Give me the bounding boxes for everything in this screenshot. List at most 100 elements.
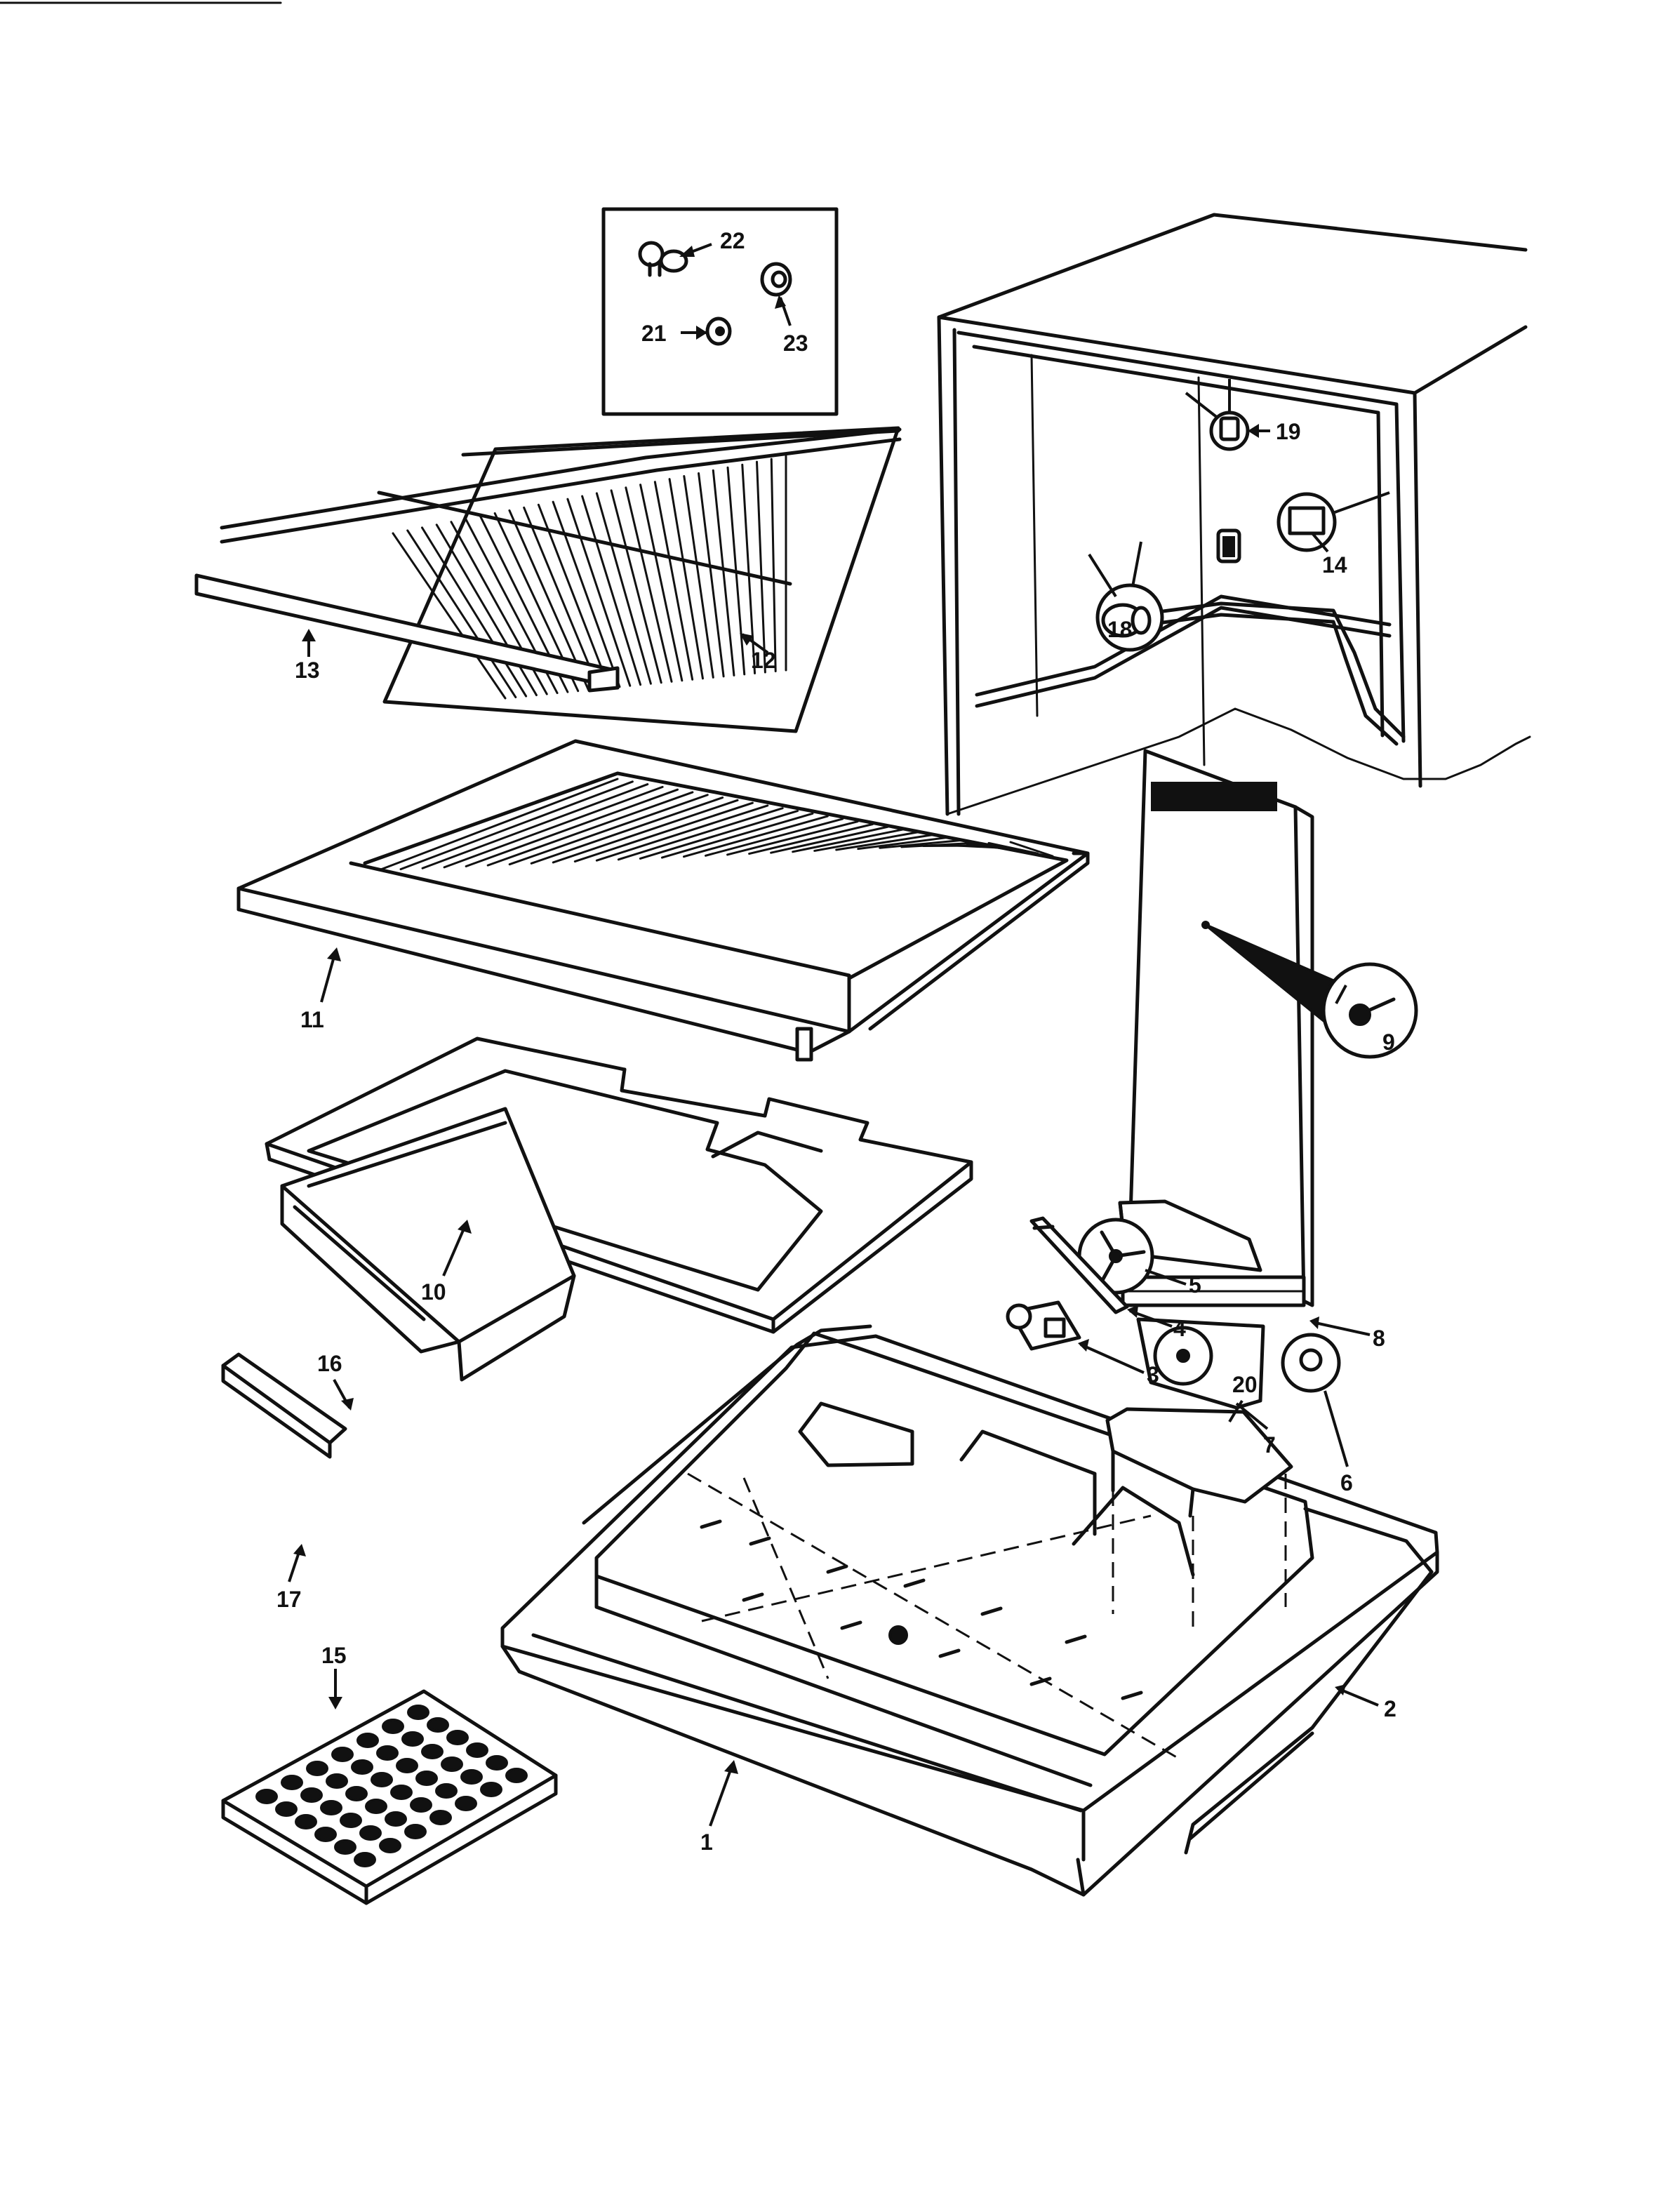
label-13: 13 — [295, 658, 320, 683]
shelf-rod — [726, 466, 746, 676]
pan-tick — [826, 1564, 848, 1574]
tray-cell — [435, 1783, 458, 1799]
shelf-rod — [581, 495, 642, 686]
grate-slat — [1009, 841, 1054, 858]
grate-slat — [573, 801, 754, 863]
part-22-stud — [638, 241, 688, 277]
tray-cell — [275, 1801, 298, 1817]
label-11: 11 — [300, 1007, 324, 1032]
grate-slat — [813, 831, 919, 852]
tray-cell — [407, 1705, 429, 1720]
label-14: 14 — [1322, 552, 1347, 578]
grate-slat — [465, 788, 679, 867]
part-6-clip — [1281, 1333, 1341, 1393]
tray-cell — [354, 1852, 376, 1867]
tray-cell — [466, 1742, 488, 1758]
grate-slat — [530, 796, 724, 865]
shelf-rod — [566, 498, 632, 687]
shelf-rod — [523, 506, 600, 691]
shelf-rod — [653, 481, 694, 681]
hardware-inset — [601, 207, 839, 416]
label-20: 20 — [1232, 1372, 1258, 1397]
pan-tick — [903, 1578, 926, 1588]
tray-cell — [441, 1756, 463, 1772]
label-21: 21 — [641, 321, 667, 346]
label-18: 18 — [1107, 617, 1133, 642]
tray-cell — [455, 1796, 477, 1811]
shelf-rod — [683, 475, 714, 679]
part-2-gasket — [582, 1324, 1434, 1855]
tray-cell — [379, 1838, 401, 1853]
grate-slat — [705, 818, 844, 857]
part-1-pan — [500, 1331, 1439, 1897]
part-20-cover — [1105, 1407, 1293, 1635]
pan-tick — [742, 1592, 764, 1602]
tray-cell — [410, 1797, 432, 1813]
grate-slat — [966, 843, 1024, 852]
tray-cell — [340, 1813, 362, 1828]
grate-slat — [770, 825, 889, 854]
shelf-rod — [741, 463, 756, 674]
label-3: 3 — [1147, 1362, 1159, 1387]
tray-cell — [376, 1745, 399, 1761]
shelf-rod — [639, 484, 684, 682]
grate-slat — [617, 807, 784, 861]
label-4: 4 — [1173, 1316, 1186, 1341]
grate-slat — [508, 794, 709, 866]
shelf-rod — [610, 489, 662, 684]
grate-slat — [639, 810, 799, 860]
tray-cell — [345, 1786, 368, 1801]
label-9: 9 — [1382, 1029, 1395, 1055]
part-13-shelf-trim — [194, 573, 620, 693]
grate-slat — [835, 834, 934, 851]
label-6: 6 — [1340, 1470, 1353, 1495]
tray-cell — [460, 1769, 483, 1785]
shelf-rod — [712, 469, 735, 676]
grate-slat — [399, 780, 634, 871]
grate-slat — [682, 815, 829, 858]
tray-cell — [365, 1799, 387, 1814]
part-labels: 22 23 21 19 14 18 13 12 11 9 8 10 7 6 5 … — [276, 228, 1396, 1855]
tray-cell — [390, 1785, 413, 1800]
label-8: 8 — [1373, 1326, 1385, 1351]
grate-slat — [486, 791, 694, 867]
pan-tick — [980, 1606, 1003, 1616]
tray-cell — [281, 1775, 303, 1790]
part-21-washer — [705, 316, 732, 346]
tray-cell — [359, 1825, 382, 1841]
cabinet-body — [937, 213, 1531, 816]
part-8-cover — [1118, 749, 1349, 1307]
part-23-spacer — [760, 262, 792, 297]
pan-tick — [1029, 1676, 1052, 1686]
part-3-fan-motor — [1006, 1300, 1081, 1351]
tray-cell — [320, 1800, 342, 1815]
tray-cell — [371, 1772, 393, 1787]
tray-cell — [429, 1810, 452, 1825]
part-17-handle — [221, 1352, 347, 1459]
part-19-light-socket — [1185, 379, 1250, 451]
part-15-ice-tray — [221, 1689, 558, 1905]
shelf-rod — [668, 478, 704, 680]
label-23: 23 — [783, 331, 808, 356]
label-16: 16 — [317, 1351, 342, 1376]
part-11-shelf-frame — [236, 739, 1090, 1062]
tray-cell — [505, 1768, 528, 1783]
part-12-wire-shelf — [220, 426, 902, 733]
label-17: 17 — [276, 1587, 302, 1612]
part-4-motor-bracket — [1029, 1216, 1129, 1314]
label-10: 10 — [421, 1279, 446, 1305]
shelf-rod — [392, 532, 507, 700]
grate-slat — [987, 841, 1039, 855]
tray-cell — [396, 1758, 418, 1773]
shelf-rod — [552, 500, 621, 688]
grate-slat — [443, 785, 664, 869]
tray-cell — [480, 1782, 502, 1797]
shelf-rod — [420, 526, 528, 698]
pan-tick — [1121, 1691, 1143, 1700]
label-19: 19 — [1276, 419, 1301, 444]
tray-cell — [306, 1761, 328, 1776]
grate-slat — [378, 778, 619, 872]
tray-cell — [255, 1789, 278, 1804]
tray-cell — [401, 1731, 424, 1747]
